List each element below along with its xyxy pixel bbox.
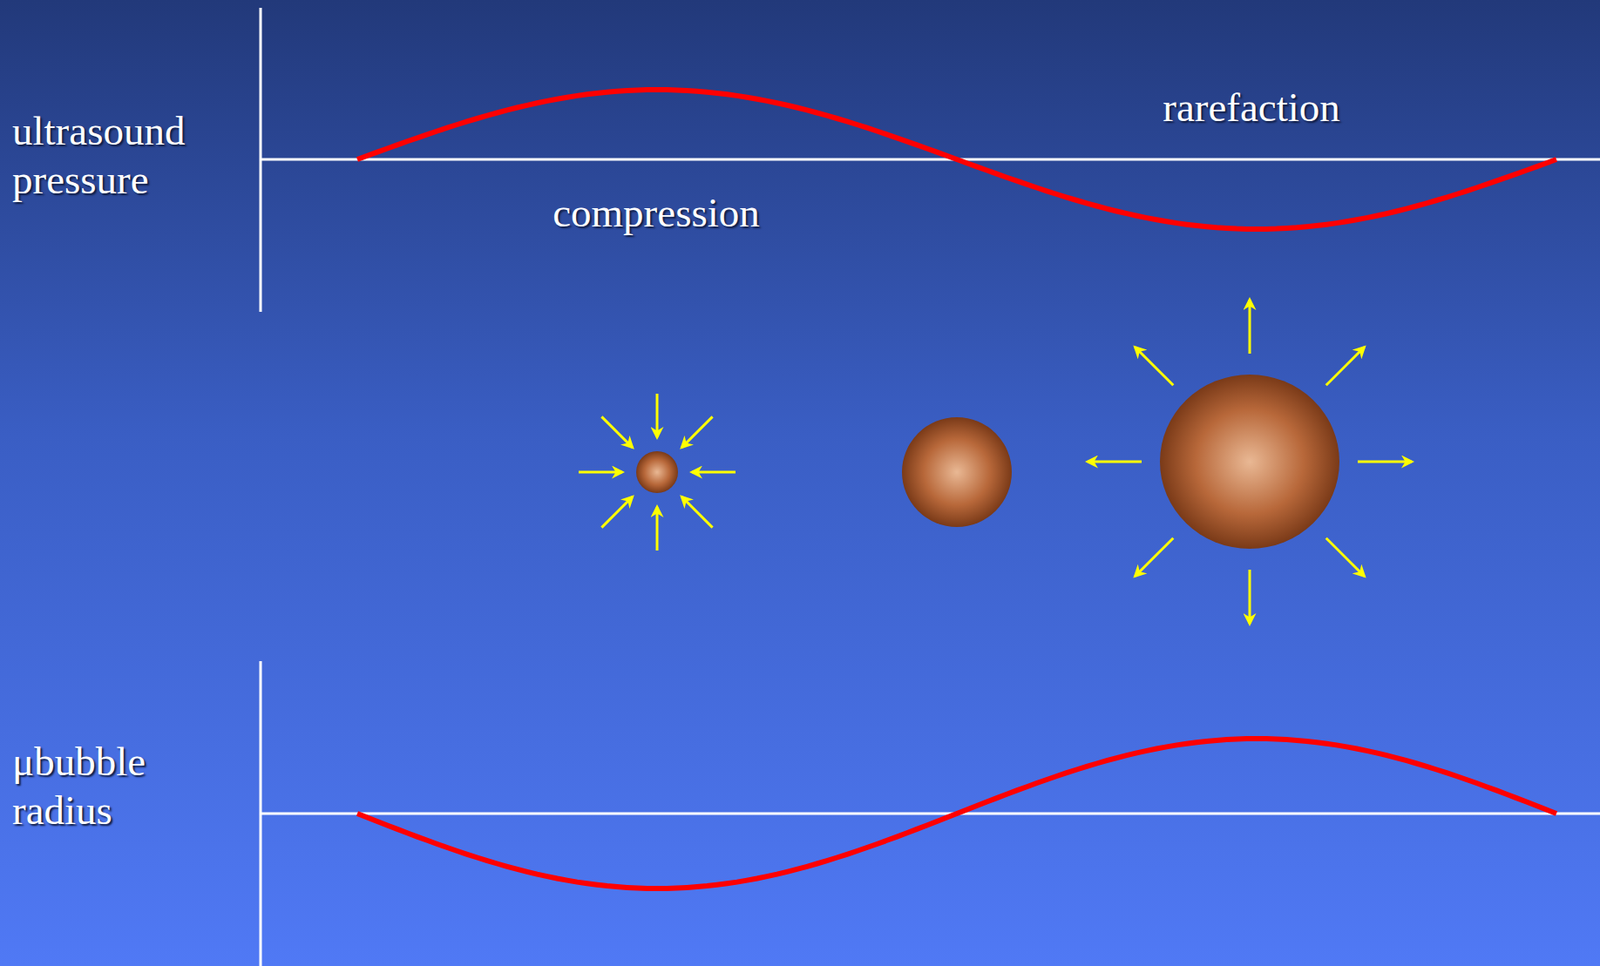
radius-axes xyxy=(260,661,1600,966)
compressed-bubble xyxy=(636,451,678,494)
radius-wave xyxy=(357,738,1557,889)
axis-label: μbubble radius xyxy=(12,737,222,836)
force-arrow xyxy=(601,496,632,528)
phase-label: compression xyxy=(552,188,760,238)
rest-bubble xyxy=(901,417,1012,528)
expanded-bubble xyxy=(1159,374,1340,550)
force-arrow xyxy=(1135,538,1174,577)
force-arrow xyxy=(681,496,712,528)
force-arrow xyxy=(1326,538,1365,577)
force-arrow xyxy=(1087,461,1142,464)
inward-arrows xyxy=(578,393,736,551)
force-arrow xyxy=(681,416,712,448)
pressure-wave xyxy=(357,89,1557,230)
force-arrow xyxy=(691,471,736,475)
force-arrow xyxy=(601,416,632,448)
force-arrow xyxy=(1248,299,1252,354)
force-arrow xyxy=(656,393,659,438)
axis-label: ultrasound pressure xyxy=(12,106,222,205)
force-arrow xyxy=(1326,347,1365,387)
force-arrow xyxy=(1248,569,1252,624)
outward-arrows xyxy=(1087,299,1412,624)
force-arrow xyxy=(1135,347,1174,387)
force-arrow xyxy=(1357,461,1412,464)
pressure-axes xyxy=(260,7,1600,312)
force-arrow xyxy=(656,507,659,551)
force-arrow xyxy=(578,471,623,475)
phase-label: rarefaction xyxy=(1162,82,1341,132)
